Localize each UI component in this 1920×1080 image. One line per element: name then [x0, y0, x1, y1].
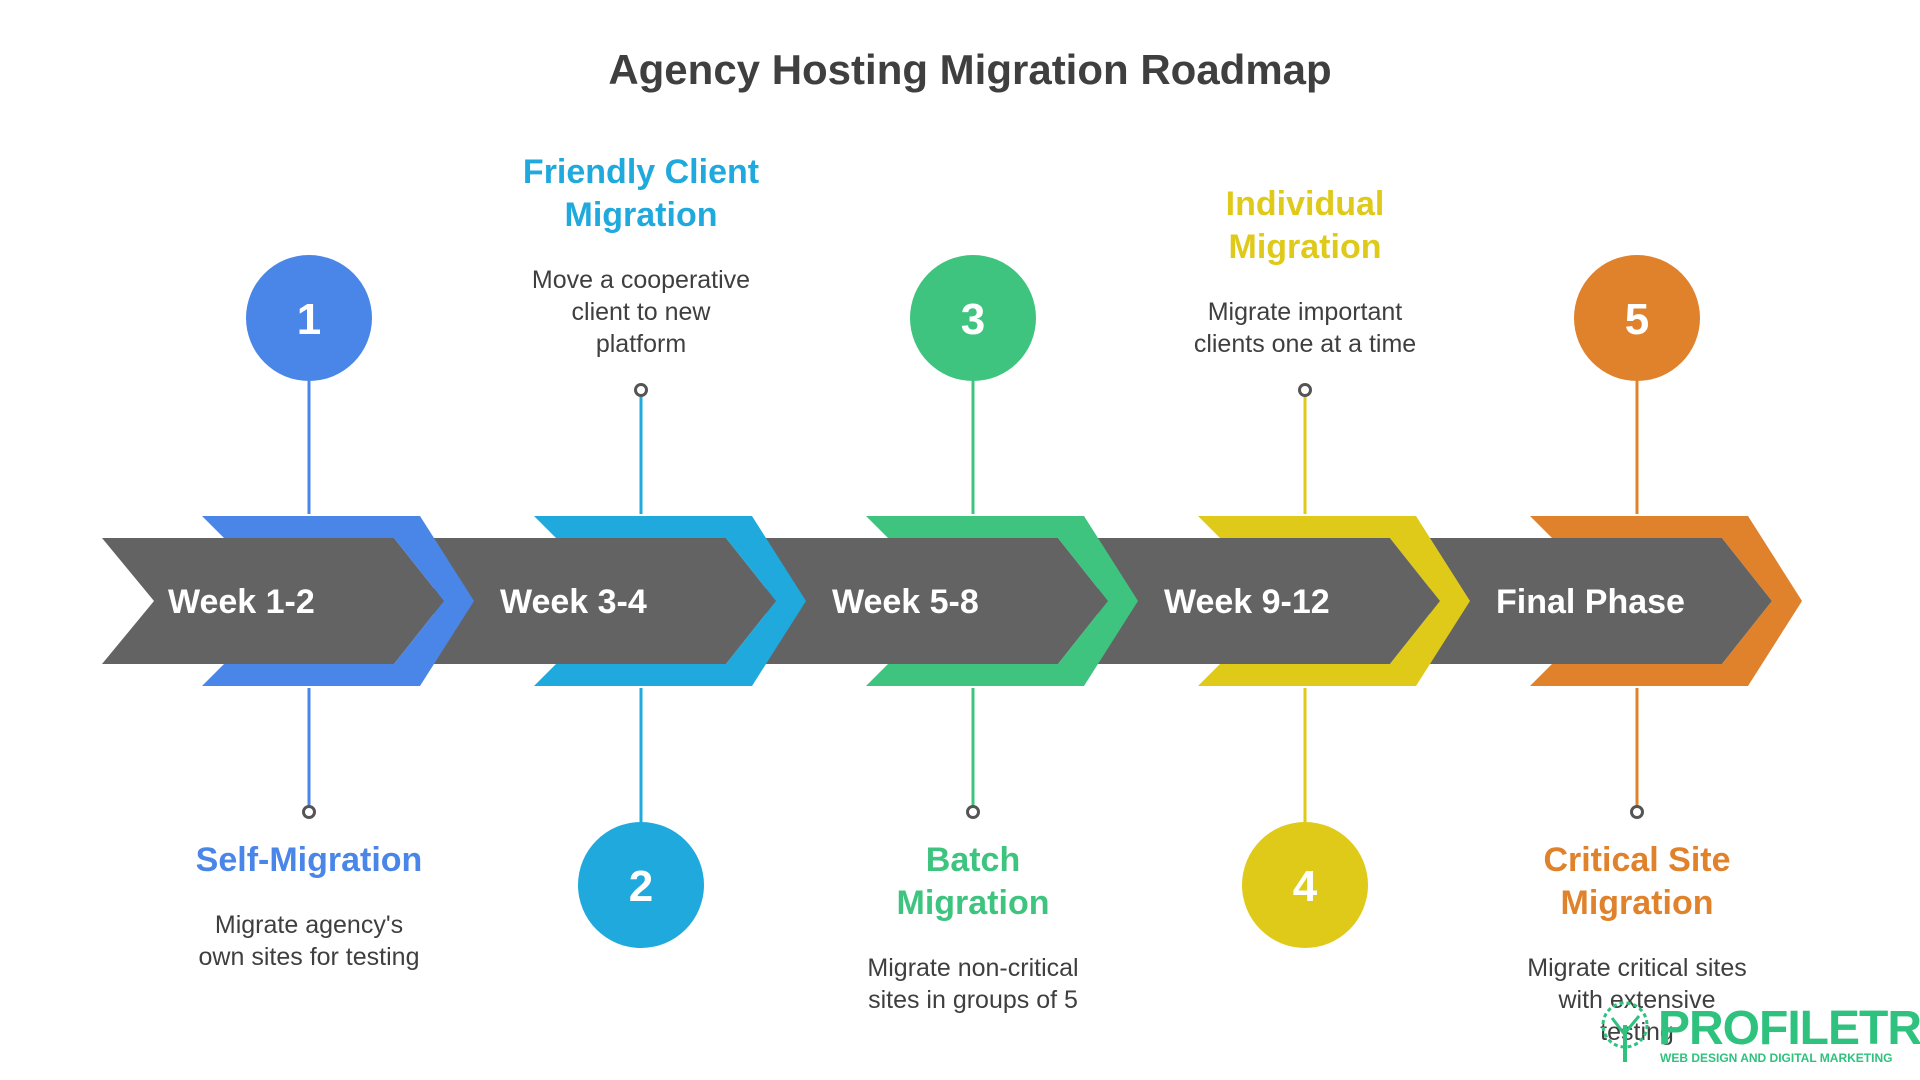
stage-period-3: Week 5-8 — [832, 583, 979, 621]
tree-icon — [1601, 1001, 1649, 1062]
stage-period-2: Week 3-4 — [500, 583, 647, 621]
logo-wordmark: PROFILETREE — [1658, 1002, 1920, 1055]
step-number-1: 1 — [297, 295, 321, 344]
connector-dot-3 — [966, 805, 980, 819]
step-circle-3 — [910, 255, 1036, 381]
stage-body-5 — [1430, 538, 1772, 664]
stage-body-3 — [766, 538, 1108, 664]
step-circle-2 — [578, 822, 704, 948]
profiletree-logo: PROFILETREE WEB DESIGN AND DIGITAL MARKE… — [1601, 1001, 1920, 1065]
stage-chevron-2 — [534, 516, 806, 686]
timeline-labels: Week 1-2 Week 3-4 Week 5-8 Week 9-12 Final P… — [168, 153, 1747, 1046]
timeline-arrows — [102, 516, 1802, 686]
step-circle-5 — [1574, 255, 1700, 381]
connector-dot-1 — [302, 805, 316, 819]
connector-dot-5 — [1630, 805, 1644, 819]
stage-body-4 — [1098, 538, 1440, 664]
stage-body-1 — [102, 538, 444, 664]
connector-dot-2 — [634, 383, 648, 397]
stage-period-1: Week 1-2 — [168, 583, 315, 621]
step-number-2: 2 — [629, 862, 653, 911]
step-number-4: 4 — [1293, 862, 1318, 911]
step-number-5: 5 — [1625, 295, 1649, 344]
connector-dot-4 — [1298, 383, 1312, 397]
step-circle-1 — [246, 255, 372, 381]
logo-tagline: WEB DESIGN AND DIGITAL MARKETING — [1660, 1051, 1892, 1065]
stage-chevron-3 — [866, 516, 1138, 686]
stage-period-4: Week 9-12 — [1164, 583, 1330, 621]
stage-body-2 — [434, 538, 776, 664]
timeline-connectors — [246, 255, 1700, 948]
step-number-3: 3 — [961, 295, 985, 344]
step-heading-1: Self-Migration — [196, 841, 423, 879]
stage-chevron-5 — [1530, 516, 1802, 686]
stage-chevron-1 — [202, 516, 474, 686]
stage-period-5: Final Phase — [1496, 583, 1685, 621]
stage-chevron-4 — [1198, 516, 1470, 686]
diagram-title: Agency Hosting Migration Roadmap — [608, 46, 1331, 93]
step-circle-4 — [1242, 822, 1368, 948]
